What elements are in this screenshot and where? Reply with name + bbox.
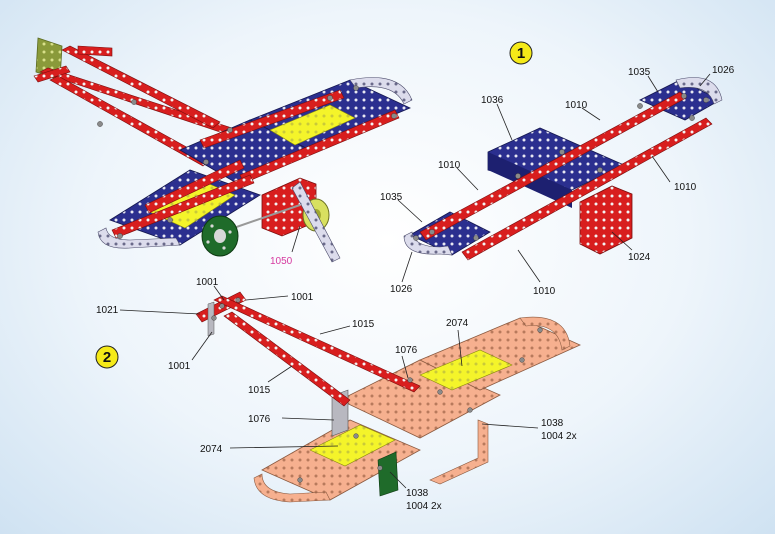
tail-crossbar-lower <box>33 65 71 83</box>
callout-step2-2074-left: 2074 <box>200 444 223 455</box>
propeller-blade <box>291 181 341 263</box>
fuselage-strip-top <box>61 45 221 129</box>
bolt-heads <box>97 85 397 239</box>
right-wing-strip-front <box>199 89 345 149</box>
tail-crossbar <box>77 45 113 57</box>
step-2-number: 2 <box>103 349 111 366</box>
callout-step1-1010-b: 1010 <box>674 182 697 193</box>
callout-step2-1001-right: 1001 <box>291 292 314 303</box>
callout-step2-1076-top: 1076 <box>395 345 418 356</box>
callout-step2-2074-top: 2074 <box>446 318 469 329</box>
callout-step1-1035-top: 1035 <box>628 67 651 78</box>
callout-step2-1021: 1021 <box>96 305 119 316</box>
left-wing-strip-front <box>111 174 255 239</box>
step1-bracket-1024 <box>579 185 633 255</box>
step2-strip-1015-lower <box>223 311 351 407</box>
callout-step1-1026-top: 1026 <box>712 65 735 76</box>
callout-step1-1026-left: 1026 <box>390 284 413 295</box>
left-wing-strip-rear <box>144 159 245 214</box>
step1-strip-front <box>419 91 687 241</box>
step-2-group: 2 1001 1001 1021 10 <box>95 277 581 512</box>
step1-strip-rear <box>461 117 713 261</box>
callout-step1-1024: 1024 <box>628 252 651 263</box>
callout-step2-1076-mid: 1076 <box>248 414 271 425</box>
propeller-hub <box>291 181 341 263</box>
step1-right-curved-strip <box>675 77 723 105</box>
left-wingtip-curve <box>97 227 181 249</box>
step-2-badge <box>95 345 119 369</box>
right-wingtip-curve <box>349 77 413 105</box>
step-1-number: 1 <box>517 45 525 62</box>
callout-step1-1010-a: 1010 <box>565 100 588 111</box>
callout-step2-1004-bottom: 1004 2x <box>406 501 442 512</box>
callout-1050-leader <box>291 225 301 253</box>
callout-step2-1001-top: 1001 <box>196 277 219 288</box>
step2-left-curved-strip <box>253 473 331 503</box>
step2-right-curved-strip <box>519 316 571 351</box>
callout-step2-1038-bottom: 1038 <box>406 488 429 499</box>
step2-yellow-panel-left <box>309 424 396 467</box>
callout-step1-1010-d: 1010 <box>533 286 556 297</box>
right-wing-yellow-panel <box>269 104 356 146</box>
callout-step2-1015-bottom: 1015 <box>248 385 271 396</box>
callout-step2-1038-right: 1038 <box>541 418 564 429</box>
callout-step2-1004-right: 1004 2x <box>541 431 577 442</box>
step-1-group: 1 1035 1026 1036 1010 1010 <box>380 41 735 297</box>
step2-bolts <box>211 297 543 483</box>
callout-1050: 1050 <box>270 256 293 267</box>
step2-rear-bracket <box>429 419 489 485</box>
callout-step2-1015-top: 1015 <box>352 319 375 330</box>
step2-green-bracket <box>377 451 399 497</box>
callout-step2-1001-bottom: 1001 <box>168 361 191 372</box>
callout-step1-1035-left: 1035 <box>380 192 403 203</box>
step1-bolts <box>413 93 709 241</box>
step2-strip-1015-upper <box>213 295 421 393</box>
callout-step1-1036: 1036 <box>481 95 504 106</box>
callout-step1-1010-c: 1010 <box>438 160 461 171</box>
step2-yellow-panel-right <box>419 349 513 391</box>
step2-angle-1001 <box>207 301 215 337</box>
finished-airplane-model: 1050 <box>33 37 413 267</box>
landing-wheel <box>201 215 239 257</box>
step-1-badge <box>509 41 533 65</box>
